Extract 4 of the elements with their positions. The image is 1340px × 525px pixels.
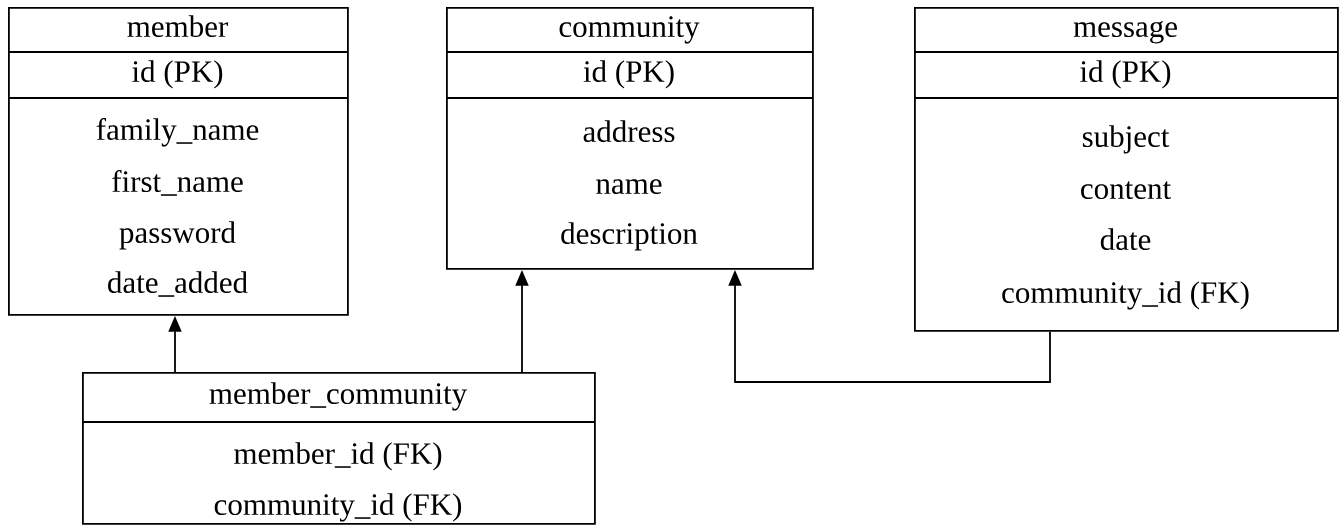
entity-table: member_community member_id (FK) community_id (FK) (81, 372, 596, 525)
entity-table: member id (PK) family_name first_name password date_added (7, 7, 349, 316)
entity-table: community id (PK) address name description (445, 7, 814, 270)
entity-table: message id (PK) subject content date community_id (FK) (913, 7, 1339, 332)
